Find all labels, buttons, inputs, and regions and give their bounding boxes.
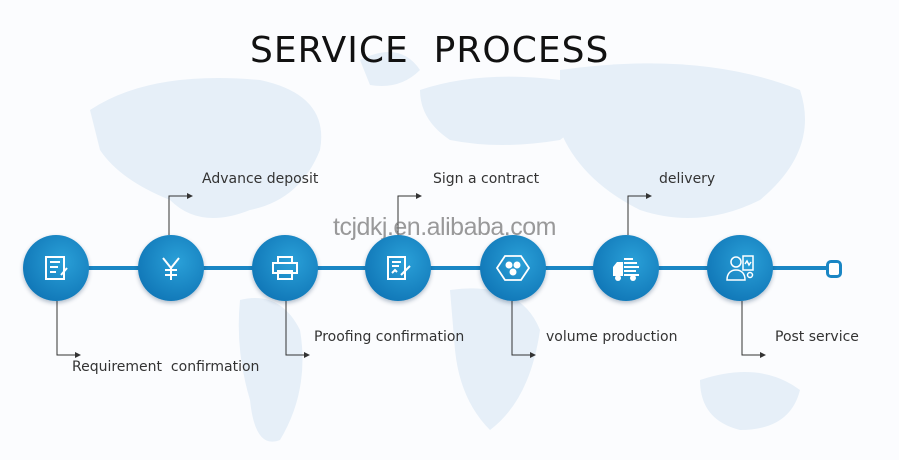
printer-icon xyxy=(272,256,298,280)
label-sign-contract: Sign a contract xyxy=(433,171,540,187)
step-proofing-confirmation xyxy=(252,235,318,301)
timeline-end-node xyxy=(826,260,842,278)
step-volume-production xyxy=(480,235,546,301)
step-advance-deposit xyxy=(138,235,204,301)
label-proofing-confirmation: Proofing confirmation xyxy=(314,329,465,345)
label-post-service: Post service xyxy=(775,329,859,345)
page-title: SERVICE PROCESS xyxy=(250,30,610,71)
yen-icon xyxy=(162,257,180,280)
contract-sign-icon xyxy=(387,256,411,280)
step-delivery xyxy=(593,235,659,301)
label-advance-deposit: Advance deposit xyxy=(202,171,319,187)
label-delivery: delivery xyxy=(659,171,716,187)
production-hexagon-icon xyxy=(496,255,530,281)
delivery-truck-icon xyxy=(613,258,639,281)
document-edit-icon xyxy=(45,256,68,280)
customer-service-icon xyxy=(726,255,754,281)
timeline-track xyxy=(56,266,828,270)
label-requirement-confirmation: Requirement confirmation xyxy=(72,359,260,375)
step-sign-contract xyxy=(365,235,431,301)
step-post-service xyxy=(707,235,773,301)
label-volume-production: volume production xyxy=(546,329,678,345)
step-requirement-confirmation xyxy=(23,235,89,301)
